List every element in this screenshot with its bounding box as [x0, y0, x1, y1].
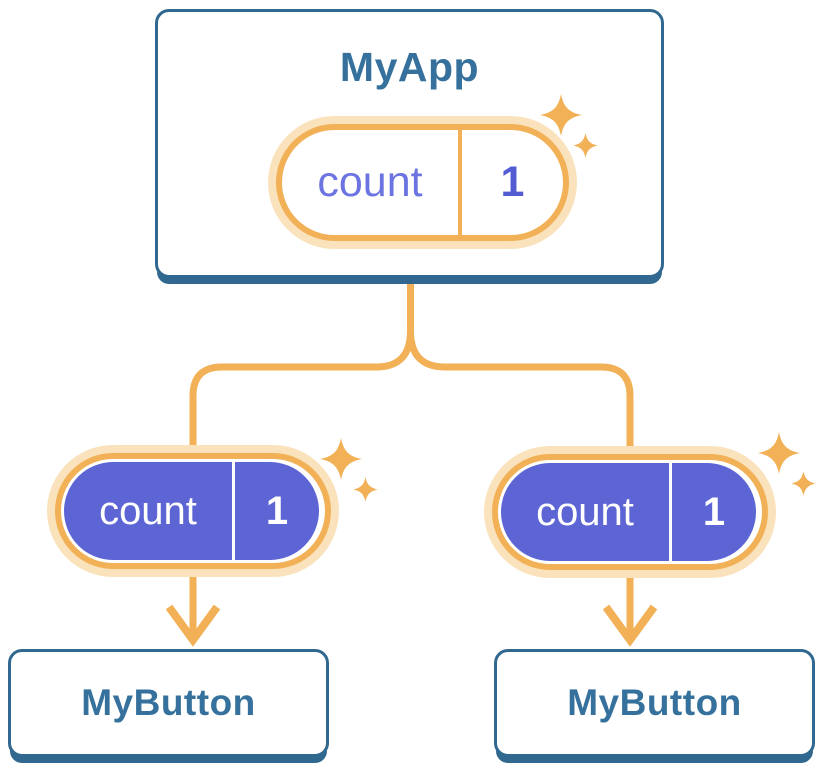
state-value: 1: [232, 462, 319, 560]
root-state-pill: count 1: [268, 116, 577, 249]
mybutton-card-right: MyButton: [494, 649, 815, 757]
myapp-title: MyApp: [339, 44, 480, 90]
child-state-pill-ring: count 1: [492, 454, 768, 570]
mybutton-title: MyButton: [81, 682, 256, 723]
state-value: 1: [669, 463, 756, 561]
mybutton-card-left: MyButton: [8, 649, 329, 757]
state-label: count: [317, 158, 423, 206]
child-state-pill-right: count 1: [484, 446, 776, 578]
root-state-pill-ring: count 1: [276, 124, 569, 241]
child-state-pill-left: count 1: [47, 445, 339, 577]
mybutton-title: MyButton: [567, 682, 742, 723]
arrow-down-icon: [602, 604, 658, 647]
branch-line-left: [189, 282, 414, 460]
sparkle-icon: [758, 432, 820, 502]
sparkle-icon: [540, 94, 606, 164]
child-state-pill-fill: count 1: [64, 462, 319, 560]
child-state-pill-fill: count 1: [501, 463, 756, 561]
branch-line-right: [407, 282, 634, 460]
state-label: count: [99, 488, 197, 533]
sparkle-icon: [320, 438, 386, 508]
state-label: count: [536, 489, 634, 534]
arrow-down-icon: [165, 604, 221, 647]
state-value: 1: [458, 130, 563, 235]
child-state-pill-ring: count 1: [55, 453, 331, 569]
